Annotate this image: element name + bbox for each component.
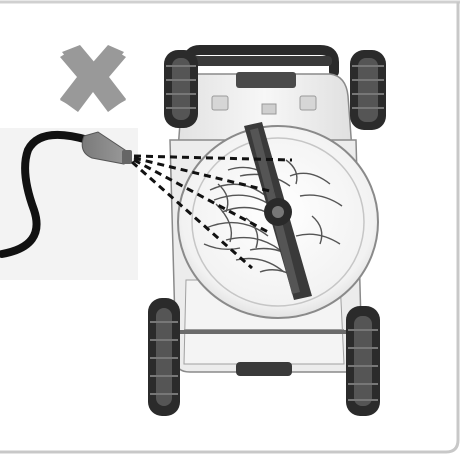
cross-icon (60, 45, 126, 112)
rear-right-wheel (350, 50, 386, 130)
front-right-wheel (346, 306, 380, 416)
lawn-mower (148, 50, 386, 416)
rear-left-wheel (164, 50, 198, 128)
front-left-wheel (148, 298, 180, 416)
